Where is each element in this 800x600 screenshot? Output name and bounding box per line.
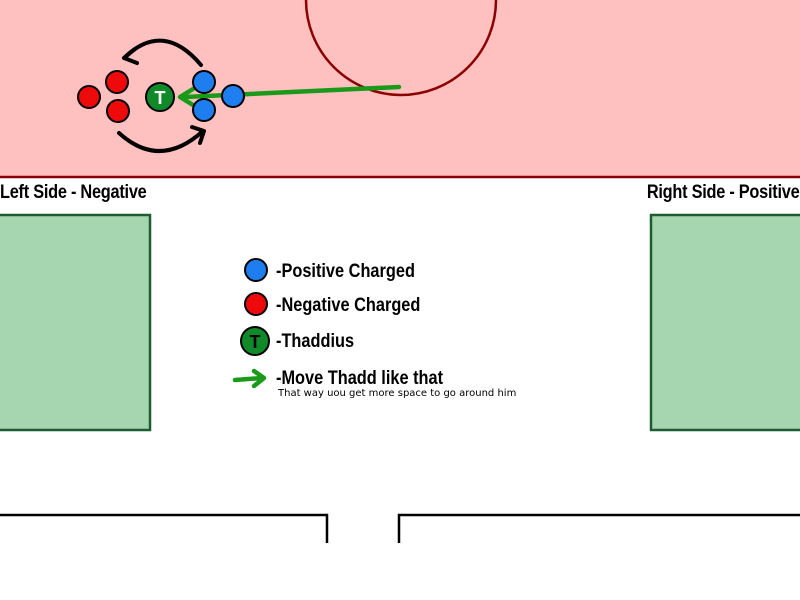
right-platform [649,213,800,432]
thaddius-letter: T [155,88,166,108]
positive-player [221,84,245,108]
legend-row-positive: -Positive Charged [230,257,438,287]
right-side-label: Right Side - Positive [646,182,799,203]
bottom-wall-left [0,513,329,543]
legend-positive-icon [244,258,268,282]
legend-negative-icon [244,292,268,316]
left-platform [0,213,152,432]
bottom-wall-right [397,513,800,543]
legend-thaddius-icon: T [240,326,270,356]
rotate-arrows-icon [117,38,206,153]
left-side-label: Left Side - Negative [0,182,147,203]
legend-negative-label: -Negative Charged [276,295,421,316]
legend-note: That way uou get more space to go around… [278,388,517,399]
center-arc [304,0,498,97]
positive-player [192,70,216,94]
move-arrow-icon [177,84,402,108]
negative-player [77,85,101,109]
legend-thaddius-letter: T [250,332,261,352]
negative-player [106,99,130,123]
thaddius-token: T [145,82,175,112]
negative-player [105,70,129,94]
legend-row-thaddius: -Thaddius [230,327,367,357]
legend-move-label: -Move Thadd like that [276,368,444,389]
legend-thaddius-label: -Thaddius [276,331,355,352]
legend-row-move: -Move Thadd like that [230,364,470,394]
positive-player [192,98,216,122]
legend-positive-label: -Positive Charged [276,261,415,282]
legend-move-arrow-icon [232,368,267,389]
legend-row-negative: -Negative Charged [230,291,444,321]
